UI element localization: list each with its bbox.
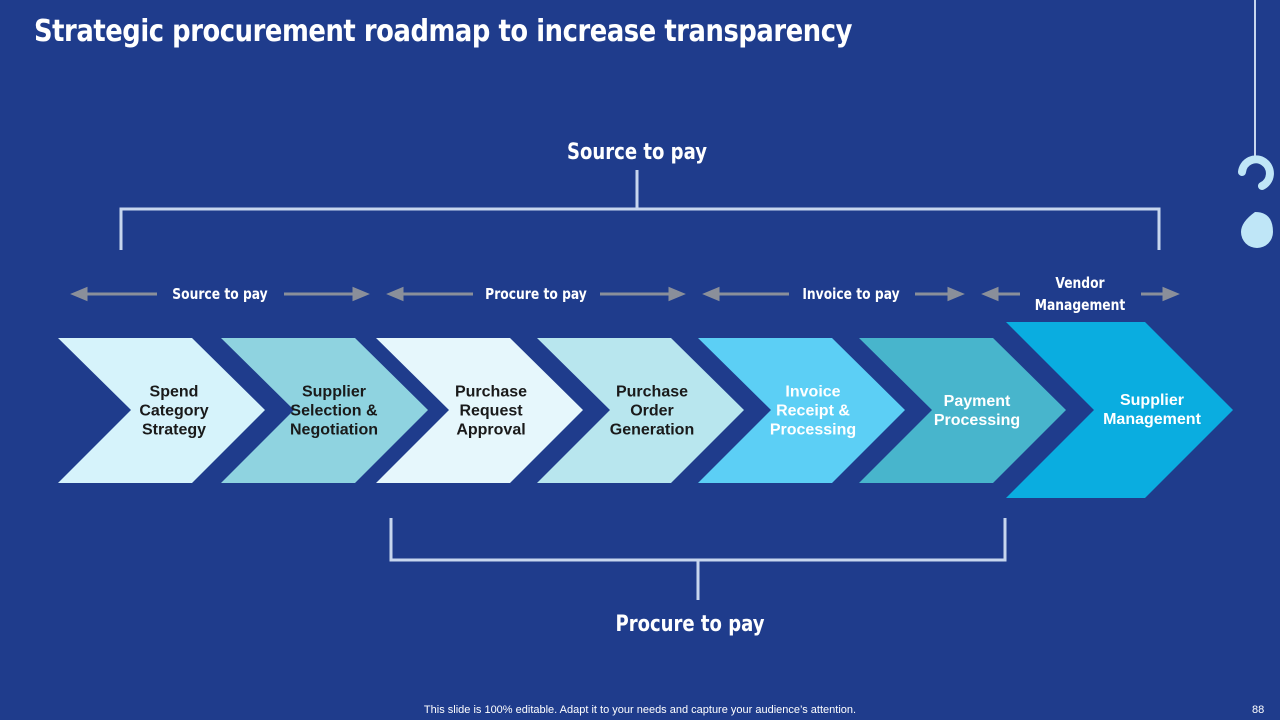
top-bracket [119,170,1161,250]
hanging-hook-drop-icon [1238,0,1274,248]
phase-arrows [70,286,1180,302]
bottom-bracket [389,518,1007,600]
step-text-line: Approval [456,421,526,439]
step-text-purchase-order-generation: Purchase Order Generation [582,383,722,440]
phase-arrow-procure-to-pay [386,286,686,302]
step-text-line: Strategy [141,421,207,439]
step-text-line: Negotiation [290,421,378,439]
phase-label-source-to-pay: Source to pay [172,285,268,303]
phase-label-procure-to-pay: Procure to pay [485,285,587,303]
step-text-line: Spend [149,383,199,401]
phase-arrow-vendor-management [981,286,1180,302]
step-text-line: Management [1103,411,1201,428]
step-text-spend-category-strategy: Spend Category Strategy [104,383,244,440]
chevron-step-5 [698,338,905,483]
step-text-payment-processing: Payment Processing [907,392,1047,430]
bottom-bracket-label: Procure to pay [615,612,765,637]
chevron-step-7 [1006,322,1233,498]
step-text-supplier-selection: Supplier Selection & Negotiation [264,383,404,440]
step-text-line: Payment [943,393,1011,410]
step-text-line: Purchase [615,383,689,401]
chevron-step-2 [221,338,428,483]
phase-label-invoice-to-pay: Invoice to pay [802,285,900,303]
step-text-line: Processing [933,412,1021,429]
chevron-step-4 [537,338,744,483]
phase-arrow-invoice-to-pay [702,286,965,302]
page-number: 88 [1252,704,1265,716]
chevron-step-1 [58,338,265,483]
step-text-line: Category [139,402,209,420]
phase-label-line: Management [1034,296,1126,314]
slide-title: Strategic procurement roadmap to increas… [34,14,852,49]
phase-arrow-source-to-pay [70,286,370,302]
step-text-supplier-management: Supplier Management [1082,391,1222,429]
footer-note: This slide is 100% editable. Adapt it to… [423,704,857,716]
step-text-line: Order [630,402,674,420]
step-text-line: Generation [609,421,695,439]
step-text-line: Processing [769,421,857,439]
process-chevrons [58,322,1233,498]
step-text-line: Request [459,402,523,420]
step-text-line: Invoice [785,383,841,401]
step-text-line: Supplier [301,383,366,401]
chevron-step-3 [376,338,583,483]
step-text-purchase-request-approval: Purchase Request Approval [421,383,561,440]
phase-label-vendor-management: Vendor Management [1035,272,1126,316]
phase-label-line: Vendor [1055,274,1105,292]
step-text-invoice-receipt-processing: Invoice Receipt & Processing [743,383,883,440]
step-text-line: Supplier [1119,392,1184,409]
step-text-line: Selection & [290,402,378,420]
chevron-step-6 [859,338,1066,483]
top-bracket-label: Source to pay [567,140,707,165]
step-text-line: Purchase [454,383,528,401]
step-text-line: Receipt & [776,402,850,420]
